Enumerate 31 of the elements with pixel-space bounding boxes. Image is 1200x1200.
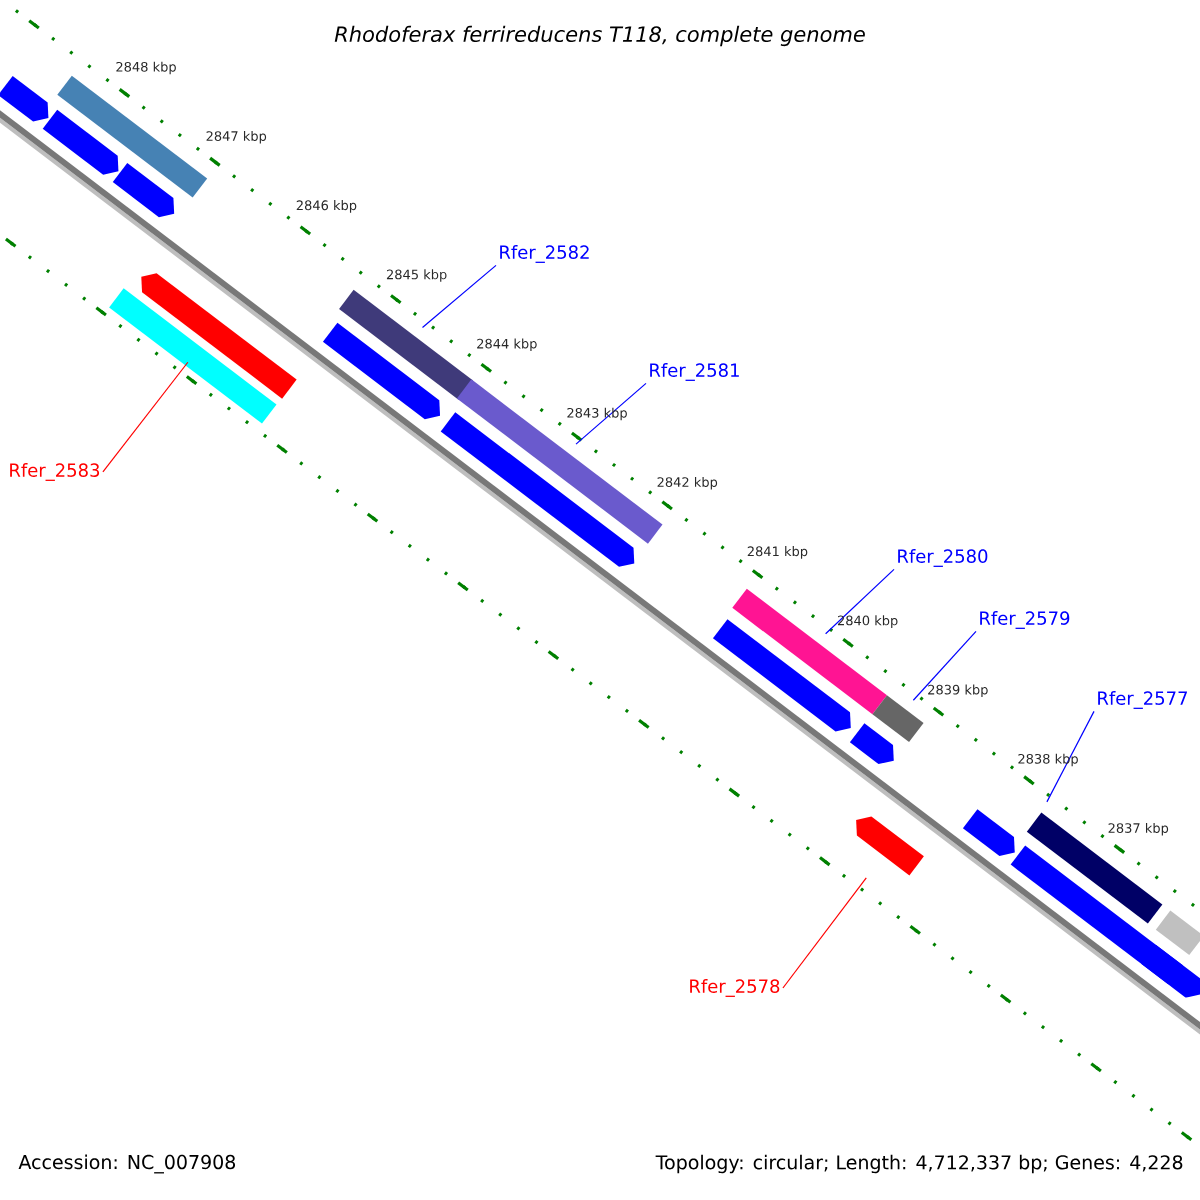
gene-label: Rfer_2580 bbox=[898, 549, 988, 567]
gene-label: Rfer_2577 bbox=[1098, 691, 1187, 709]
gene-label: Rfer_2579 bbox=[980, 611, 1070, 629]
gene-block bbox=[1155, 910, 1200, 956]
gene-block bbox=[42, 109, 119, 175]
gene-label: Rfer_2581 bbox=[650, 363, 739, 381]
leader-line bbox=[575, 382, 647, 445]
gene-label: Rfer_2578 bbox=[690, 979, 780, 997]
leader-line bbox=[825, 568, 895, 635]
gene-block bbox=[1141, 944, 1200, 998]
gene-block bbox=[141, 273, 297, 399]
gene-block bbox=[872, 695, 924, 743]
gene-block bbox=[856, 816, 924, 876]
footer-text: Topology: circular; Length: 4,712,337 bp; Genes: 4,228 bbox=[655, 1154, 1183, 1174]
leader-line bbox=[421, 264, 497, 329]
leader-line bbox=[102, 361, 189, 473]
gene-block bbox=[0, 75, 49, 122]
gene-label: Rfer_2582 bbox=[500, 245, 589, 263]
gene-block bbox=[57, 75, 208, 198]
gene-block bbox=[112, 163, 175, 218]
gene-block bbox=[849, 723, 894, 765]
gene-block bbox=[962, 809, 1015, 857]
leader-line bbox=[782, 877, 867, 989]
footer-text: Accession: NC_007908 bbox=[18, 1154, 236, 1174]
gene-block bbox=[109, 288, 277, 424]
leader-line bbox=[1046, 710, 1095, 803]
leader-line bbox=[912, 630, 977, 701]
gene-label: Rfer_2583 bbox=[10, 463, 100, 481]
gene-block bbox=[322, 322, 441, 420]
title: Rhodoferax ferrireducens T118, complete genome bbox=[334, 25, 865, 47]
gene-block bbox=[339, 289, 474, 400]
